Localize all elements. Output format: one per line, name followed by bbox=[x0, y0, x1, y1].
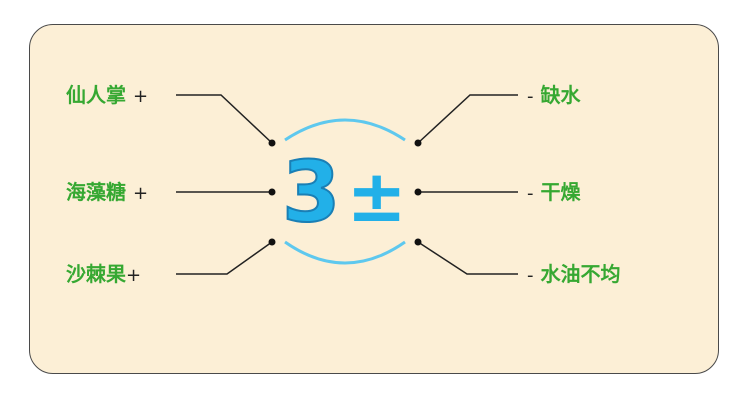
plus-icon: + bbox=[132, 86, 149, 107]
right-item-3-label: 水油不均 bbox=[540, 262, 621, 286]
connector-left-1 bbox=[176, 94, 273, 144]
dot-left-2 bbox=[268, 188, 276, 196]
left-item-3-label: 沙棘果 bbox=[66, 262, 126, 286]
plus-minus-icon: ± bbox=[346, 154, 407, 238]
left-item-1-label: 仙人掌 bbox=[66, 83, 126, 107]
bottom-arc bbox=[284, 240, 406, 265]
connector-left-3 bbox=[176, 241, 273, 275]
plus-icon: + bbox=[126, 265, 142, 286]
connector-right-1 bbox=[417, 94, 518, 144]
center-number: 3 bbox=[281, 143, 341, 241]
dot-left-1 bbox=[268, 139, 276, 147]
minus-icon: - bbox=[527, 86, 534, 107]
dot-right-3 bbox=[414, 238, 422, 246]
dot-left-3 bbox=[268, 238, 276, 246]
right-item-1-label: 缺水 bbox=[540, 83, 581, 107]
left-item-2-label: 海藻糖 bbox=[66, 180, 126, 204]
right-item-2-label: 干燥 bbox=[540, 180, 581, 204]
minus-icon: - bbox=[527, 265, 534, 286]
right-item-3: - 水油不均 bbox=[527, 262, 620, 288]
center-symbol: 3± bbox=[281, 146, 407, 238]
plus-icon: + bbox=[132, 183, 149, 204]
left-item-3: 沙棘果+ bbox=[66, 262, 141, 288]
left-item-2: 海藻糖 + bbox=[66, 180, 148, 206]
dot-right-2 bbox=[414, 188, 422, 196]
right-item-1: - 缺水 bbox=[527, 83, 580, 109]
content-card bbox=[29, 24, 719, 374]
top-arc bbox=[284, 118, 406, 142]
connector-right-3 bbox=[417, 241, 518, 275]
minus-icon: - bbox=[527, 183, 534, 204]
right-item-2: - 干燥 bbox=[527, 180, 580, 206]
dot-right-1 bbox=[414, 139, 422, 147]
left-item-1: 仙人掌 + bbox=[66, 83, 148, 109]
